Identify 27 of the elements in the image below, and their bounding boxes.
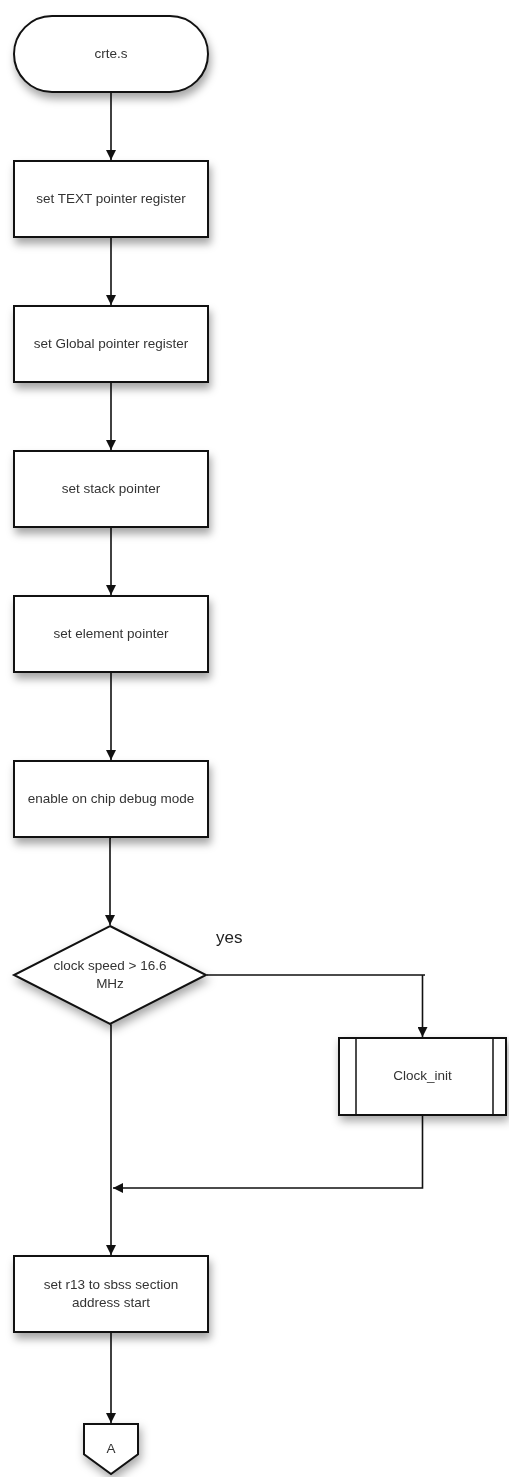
node-label: set r13 to sbss section address start xyxy=(42,1275,180,1312)
arrow xyxy=(112,1115,424,1193)
node-label: set stack pointer xyxy=(60,479,162,498)
arrow xyxy=(106,672,116,761)
process-box xyxy=(13,1255,209,1333)
node-label: set element pointer xyxy=(52,624,170,643)
node-label: clock speed > 16.6 MHz xyxy=(52,956,168,993)
node-label: Clock_init xyxy=(392,1067,453,1086)
arrow xyxy=(106,237,116,306)
arrow xyxy=(106,1332,116,1424)
process-box xyxy=(13,160,209,238)
node-label: set TEXT pointer register xyxy=(35,189,187,208)
node-label: enable on chip debug mode xyxy=(26,789,196,808)
node-label: A xyxy=(105,1439,117,1458)
process-box xyxy=(13,450,209,528)
arrow xyxy=(106,382,116,451)
arrow xyxy=(206,974,428,1038)
start-terminal xyxy=(13,15,209,93)
process-box xyxy=(13,595,209,673)
arrow xyxy=(106,527,116,596)
node-label: set Global pointer register xyxy=(32,334,190,353)
arrow xyxy=(106,92,116,161)
arrow xyxy=(105,837,115,926)
process-box xyxy=(13,305,209,383)
node-label: crte.s xyxy=(93,44,129,63)
arrow xyxy=(106,1024,116,1256)
process-box xyxy=(13,760,209,838)
